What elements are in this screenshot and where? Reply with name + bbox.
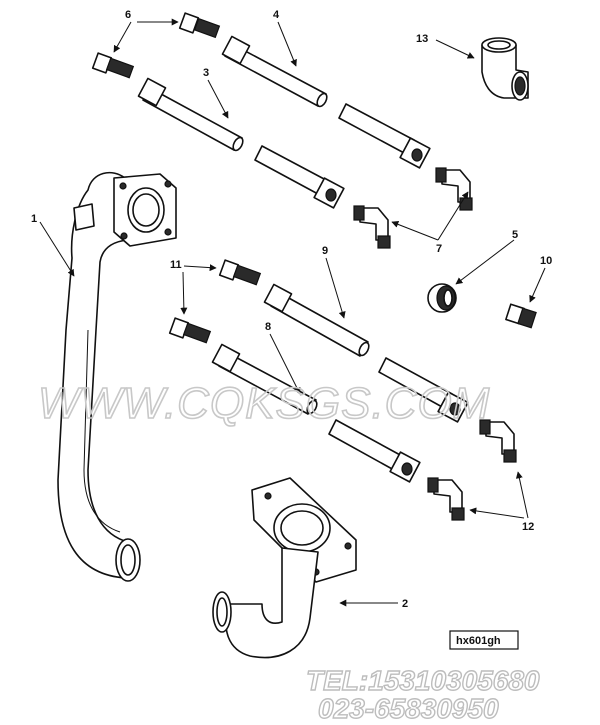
callout-2: 2 xyxy=(402,598,408,610)
tube-lower-right-a xyxy=(378,357,469,423)
callout-3: 3 xyxy=(203,67,209,79)
watermark-site: WWW.CQKSGS.COM xyxy=(38,379,490,428)
watermark-phone: 023-65830950 xyxy=(318,693,499,724)
tube-part-9 xyxy=(263,283,370,357)
tube-upper-right-a xyxy=(338,103,431,169)
callout-10: 10 xyxy=(540,255,552,267)
callout-13: 13 xyxy=(416,33,428,45)
fitting-part-6-a xyxy=(178,12,221,39)
fitting-part-11-a xyxy=(218,259,262,286)
callout-9: 9 xyxy=(322,245,328,257)
callout-labels: 6 4 3 13 1 7 5 10 11 9 8 12 2 xyxy=(31,9,552,610)
callout-11: 11 xyxy=(170,259,182,271)
tube-part-3 xyxy=(137,77,244,152)
tube-part-4 xyxy=(221,35,328,108)
plug-part-10 xyxy=(505,303,537,329)
callout-12: 12 xyxy=(522,521,534,533)
callout-7: 7 xyxy=(436,243,442,255)
tube-part-8 xyxy=(211,343,318,415)
callout-6: 6 xyxy=(125,9,131,21)
callout-5: 5 xyxy=(512,229,518,241)
nut-part-5 xyxy=(427,283,457,313)
callout-1: 1 xyxy=(31,213,37,225)
elbow-adapter-part-7-a xyxy=(435,167,473,211)
drawing-tag: hx601gh xyxy=(449,630,519,650)
elbow-adapter-part-12-a xyxy=(479,419,517,463)
fitting-part-6-b xyxy=(91,52,135,79)
callout-4: 4 xyxy=(273,9,280,21)
fitting-part-11-b xyxy=(168,317,212,344)
pipe-part-1 xyxy=(57,171,177,582)
drawing-tag-label: hx601gh xyxy=(456,635,501,647)
elbow-pipe-part-2 xyxy=(212,477,357,659)
elbow-fitting-part-13 xyxy=(481,37,529,101)
watermark-tel: TEL:15310305680 xyxy=(306,665,540,696)
tube-lower-right-b xyxy=(328,419,421,483)
callout-8: 8 xyxy=(265,321,271,333)
leader-lines xyxy=(39,18,546,607)
elbow-adapter-part-7-b xyxy=(353,205,391,249)
elbow-adapter-part-12-b xyxy=(427,477,465,521)
tube-upper-right-b xyxy=(254,145,345,209)
